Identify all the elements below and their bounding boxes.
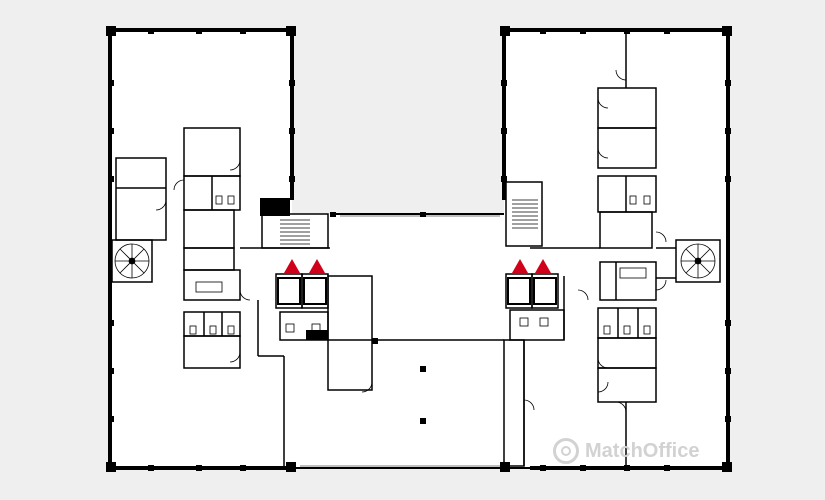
elevator-marker — [535, 259, 551, 273]
door-swings — [155, 69, 667, 413]
columns — [106, 26, 732, 472]
elevator-marker — [284, 259, 300, 273]
sanitary-fixtures — [189, 195, 651, 335]
elevator-marker — [309, 259, 325, 273]
elevator-shafts — [277, 277, 557, 305]
floor-area — [110, 30, 728, 468]
windows — [300, 215, 500, 467]
elevator-markers — [284, 259, 551, 273]
spiral-stairs — [114, 243, 716, 279]
elevator-marker — [512, 259, 528, 273]
interior-walls — [111, 30, 721, 468]
straight-stairs — [280, 199, 538, 245]
